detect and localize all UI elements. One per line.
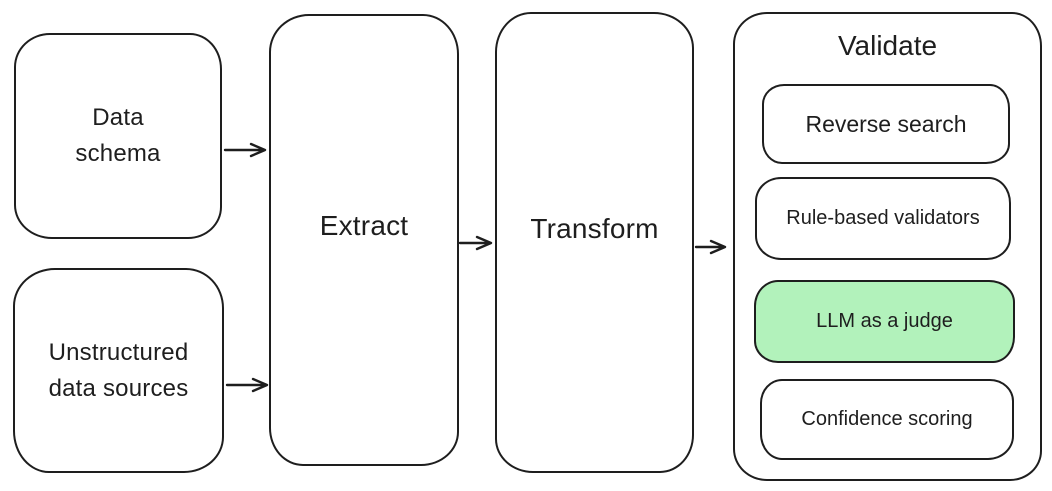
node-unstructured-line2: data sources [48,374,189,402]
node-transform: Transform [495,12,694,473]
arrow-extract-to-transform [458,235,493,251]
node-unstructured-data-sources: Unstructured data sources [13,268,224,473]
node-extract: Extract [269,14,459,466]
method-rule-based-validators: Rule-based validators [755,177,1011,260]
arrow-transform-to-validate [694,239,727,255]
node-transform-label: Transform [530,212,659,244]
arrow-unstructured-to-extract [225,377,269,393]
method-reverse-search: Reverse search [762,84,1010,164]
arrow-data-schema-to-extract [223,142,267,158]
node-unstructured-label: Unstructured data sources [49,335,189,407]
validate-title: Validate [837,30,938,61]
node-data-schema-line2: schema [75,140,161,167]
node-extract-label: Extract [319,210,409,241]
method-confidence-scoring: Confidence scoring [760,379,1014,460]
method-llm-as-a-judge: LLM as a judge [754,280,1015,363]
node-data-schema: Data schema [14,33,222,239]
node-data-schema-label: Data schema [75,100,160,172]
node-validate-container: Validate Reverse search Rule-based valid… [733,12,1042,481]
node-data-schema-line1: Data [92,104,144,131]
node-unstructured-line1: Unstructured [48,338,189,366]
